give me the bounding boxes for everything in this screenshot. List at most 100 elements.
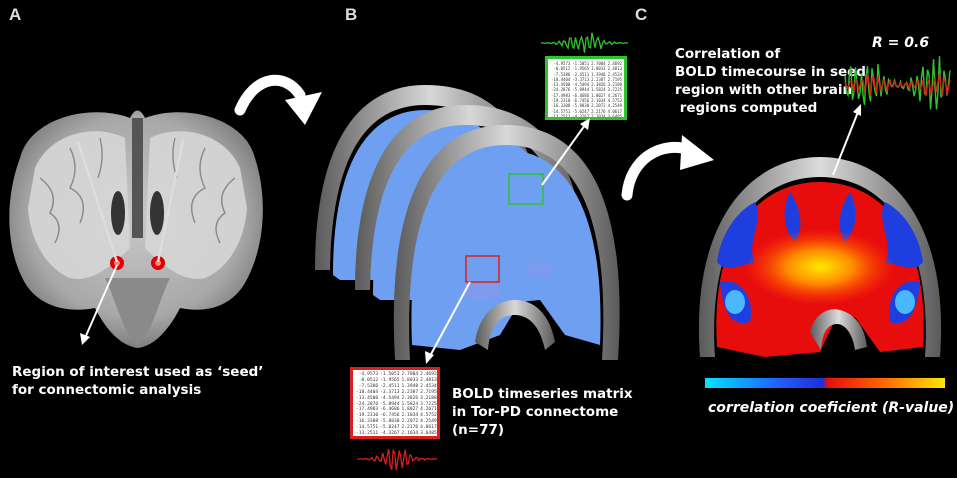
panel-b-caption-line3: (n=77): [452, 422, 505, 438]
matrix-cell: 2.2176: [401, 425, 419, 431]
panel-b-caption-line2: in Tor-PD connectome: [452, 404, 619, 420]
matrix-cell: 2.4813: [420, 377, 437, 383]
matrix-cell: 2.2387: [591, 76, 606, 82]
panel-b-label: B: [345, 5, 358, 24]
matrix-cell: -3.3713: [572, 76, 590, 82]
brain-slice-image: [9, 110, 263, 348]
matrix-cell: -4.9573: [358, 372, 379, 377]
matrix-cell: -4.9573: [553, 61, 571, 66]
matrix-cell: 2.7195: [607, 76, 623, 82]
matrix-cell: 3.2188: [420, 395, 437, 401]
matrix-cell: 1.3948: [401, 383, 419, 389]
panel-c-label: C: [635, 5, 648, 24]
coronal-slice-stack: [315, 85, 620, 360]
matrix-cell: 4.0617: [420, 425, 437, 431]
matrix-cell: 2.1034: [401, 413, 419, 419]
matrix-cell: -1.5051: [380, 372, 400, 377]
r-value-label: R = 0.6: [872, 35, 930, 51]
matrix-cell: -4.3267: [572, 113, 590, 119]
matrix-cell: 2.2387: [401, 389, 419, 395]
matrix-cell: 2.7004: [591, 61, 606, 66]
matrix-cell: 1.8027: [591, 92, 606, 98]
matrix-cell: 3.6485: [607, 113, 623, 119]
colorbar-label: correlation coeficient (R-value): [708, 400, 955, 416]
matrix-cell: -4.5494: [572, 82, 590, 88]
matrix-cell: -4.3267: [380, 431, 400, 437]
panel-c-caption-line4: regions computed: [675, 100, 818, 116]
matrix-cell: -16.3308: [356, 419, 379, 425]
matrix-cell: -2.4511: [380, 383, 400, 389]
matrix-cell: -7.5386: [553, 71, 571, 77]
matrix-cell: 3.7225: [420, 401, 437, 407]
panel-b-caption-line1: BOLD timeseries matrix: [452, 386, 633, 402]
matrix-cell: -13.4500: [551, 82, 571, 88]
green-waveform: [540, 32, 629, 53]
matrix-cell: -5.8944: [380, 401, 400, 407]
matrix-cell: 4.5752: [607, 98, 623, 104]
matrix-cell: -5.0247: [572, 108, 590, 114]
matrix-cell: -6.7456: [572, 98, 590, 104]
red-waveform: [356, 448, 437, 471]
matrix-cell: -1.9565: [380, 377, 400, 383]
region-timecourse-waveform: [844, 72, 951, 97]
matrix-cell: 2.2176: [591, 108, 606, 114]
matrix-cell: 2.4534: [607, 71, 623, 77]
matrix-cell: -8.0512: [553, 66, 571, 72]
matrix-cell: -6.7456: [380, 413, 400, 419]
matrix-cell: 4.2671: [607, 92, 623, 98]
matrix-cell: -2.4511: [572, 71, 590, 77]
matrix-cell: 4.2549: [420, 419, 437, 425]
slice-front: [393, 125, 620, 360]
panel-c-caption-line1: Correlation of: [675, 46, 781, 62]
matrix-cell: 2.2072: [401, 419, 419, 425]
matrix-cell: -1.5051: [572, 61, 590, 66]
matrix-cell: -4.5494: [380, 395, 400, 401]
matrix-cell: 4.0617: [607, 108, 623, 114]
matrix-cell: -18.4404: [356, 389, 379, 395]
panel-c-caption-line2: BOLD timecourse in seed: [675, 64, 866, 80]
matrix-cell: -14.5751: [551, 108, 571, 114]
matrix-cell: -19.2310: [551, 98, 571, 104]
matrix-cell: 2.4813: [607, 66, 623, 72]
matrix-cell: -19.2310: [356, 413, 379, 419]
matrix-cell: -5.8830: [380, 419, 400, 425]
matrix-cell: 1.8027: [401, 407, 419, 413]
matrix-cell: -13.2511: [551, 113, 571, 119]
matrix-cell: -13.2511: [356, 431, 379, 437]
correlation-map-image: [698, 157, 942, 357]
matrix-cell: -8.0512: [358, 377, 379, 383]
curved-arrow-bc: [680, 135, 714, 170]
matrix-cell: -5.0247: [380, 425, 400, 431]
matrix-cell: -13.4500: [356, 395, 379, 401]
matrix-cell: 3.6485: [420, 431, 437, 437]
matrix-cell: 2.2072: [591, 103, 606, 109]
matrix-cell: 4.2549: [607, 103, 623, 109]
matrix-cell: 1.8033: [591, 66, 606, 72]
matrix-cell: -24.2876: [551, 87, 571, 93]
panel-c-caption-line3: region with other brain: [675, 82, 853, 98]
matrix-cell: -24.2876: [356, 401, 379, 407]
matrix-cell: 1.5824: [591, 87, 606, 93]
matrix-cell: 4.5752: [420, 413, 437, 419]
matrix-cell: -3.3713: [380, 389, 400, 395]
matrix-cell: -14.5751: [356, 425, 379, 431]
